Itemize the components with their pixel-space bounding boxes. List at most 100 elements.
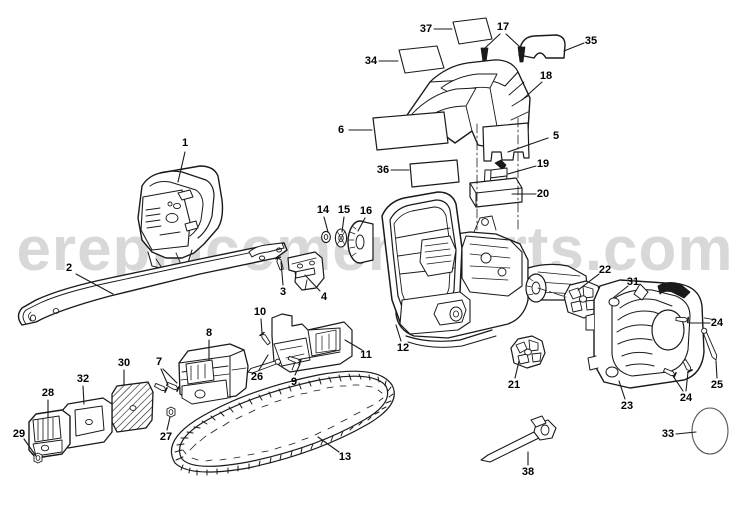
leader-line-14 [323,216,329,233]
part-3-bar-stud-screw [274,256,285,271]
leader-line-4 [304,274,321,292]
part-6-warning-decal [372,111,449,151]
callout-4: 4 [320,291,328,303]
callout-31: 31 [626,276,640,288]
leader-line-25 [715,360,718,379]
part-4-bar-mounting-plate [287,251,325,291]
callout-25: 25 [710,379,724,391]
callout-8: 8 [205,327,213,339]
callout-28: 28 [41,387,55,399]
part-34-decal [398,45,445,74]
callout-34: 34 [364,55,378,67]
leader-line-7 [162,368,178,384]
leader-line-27 [166,416,171,431]
callout-10: 10 [253,306,267,318]
callout-29: 29 [12,428,26,440]
callout-16: 16 [359,205,373,217]
part-5-cover-gasket [482,122,530,162]
leader-line-31 [612,285,629,299]
callout-1: 1 [181,137,189,149]
callout-5: 5 [552,130,560,142]
callout-38: 38 [521,466,535,478]
part-23-starter-housing [585,279,705,389]
callout-9: 9 [290,376,298,388]
part-37-decal [452,17,493,45]
part-14-flywheel-nut [321,230,331,244]
leader-line-33 [675,431,697,435]
leader-line-29 [23,438,37,457]
callout-14: 14 [316,204,330,216]
part-27-nut [166,406,176,418]
callout-24: 24 [710,317,724,329]
part-15-flywheel-washer [334,228,348,248]
leader-line-3 [280,261,284,286]
part-28-air-filter-cover [28,409,71,459]
part-21-starter-pawl-assembly [510,335,546,369]
callout-24: 24 [679,392,693,404]
callout-30: 30 [117,357,131,369]
part-38-combination-wrench-tool [480,415,557,463]
leader-line-19 [507,165,537,175]
callout-17: 17 [496,21,510,33]
part-11-heat-shield-bracket [271,313,353,373]
callout-36: 36 [376,164,390,176]
callout-18: 18 [539,70,553,82]
leader-line-24 [672,375,684,392]
leader-line-11 [344,339,363,351]
part-12-engine-assembly [381,191,589,348]
leader-line-17 [484,33,501,49]
callout-27: 27 [159,431,173,443]
part-10-screw [259,331,272,347]
part-30-air-filter-element [111,381,154,433]
part-1-chain-brake-handguard [137,165,224,271]
leader-line-23 [618,380,626,400]
leader-line-26 [258,354,269,371]
callout-11: 11 [360,349,372,361]
callout-21: 21 [507,379,521,391]
leader-line-17 [505,33,521,48]
callout-15: 15 [337,204,351,216]
leader-line-22 [577,273,600,291]
callout-19: 19 [536,158,550,170]
callout-23: 23 [620,400,634,412]
callout-35: 35 [584,35,598,47]
callout-13: 13 [338,451,352,463]
leader-line-16 [357,217,366,232]
callout-22: 22 [598,264,612,276]
leader-line-13 [317,436,340,453]
part-20-air-box [469,177,523,208]
callout-2: 2 [65,262,73,274]
leader-line-9 [294,363,301,376]
callout-37: 37 [419,23,433,35]
callout-6: 6 [337,124,345,136]
leader-line-24 [685,371,689,392]
callout-12: 12 [396,342,410,354]
leader-line-12 [395,324,402,342]
part-36-decal [409,159,460,188]
callout-26: 26 [250,371,264,383]
part-33-o-ring [691,407,729,455]
callout-3: 3 [279,286,287,298]
leader-line-32 [82,385,85,405]
callout-32: 32 [76,373,90,385]
part-2-guide-bar [17,242,288,326]
leader-line-15 [341,216,345,233]
leader-line-18 [521,81,543,101]
leader-line-21 [514,360,520,379]
part-22-clutch-drum [563,280,603,319]
leader-line-35 [563,42,585,52]
leader-line-10 [260,318,263,334]
part-32-filter-frame [60,397,113,449]
callout-7: 7 [155,356,163,368]
callout-33: 33 [661,428,675,440]
leader-line-7 [160,368,169,386]
part-35-top-decal [518,34,566,59]
leader-line-2 [75,273,114,295]
part-8-muffler [178,343,249,405]
leader-line-1 [177,151,186,183]
callout-20: 20 [536,188,550,200]
leader-line-5 [507,137,549,153]
part-7-muffler-screws [153,380,180,393]
